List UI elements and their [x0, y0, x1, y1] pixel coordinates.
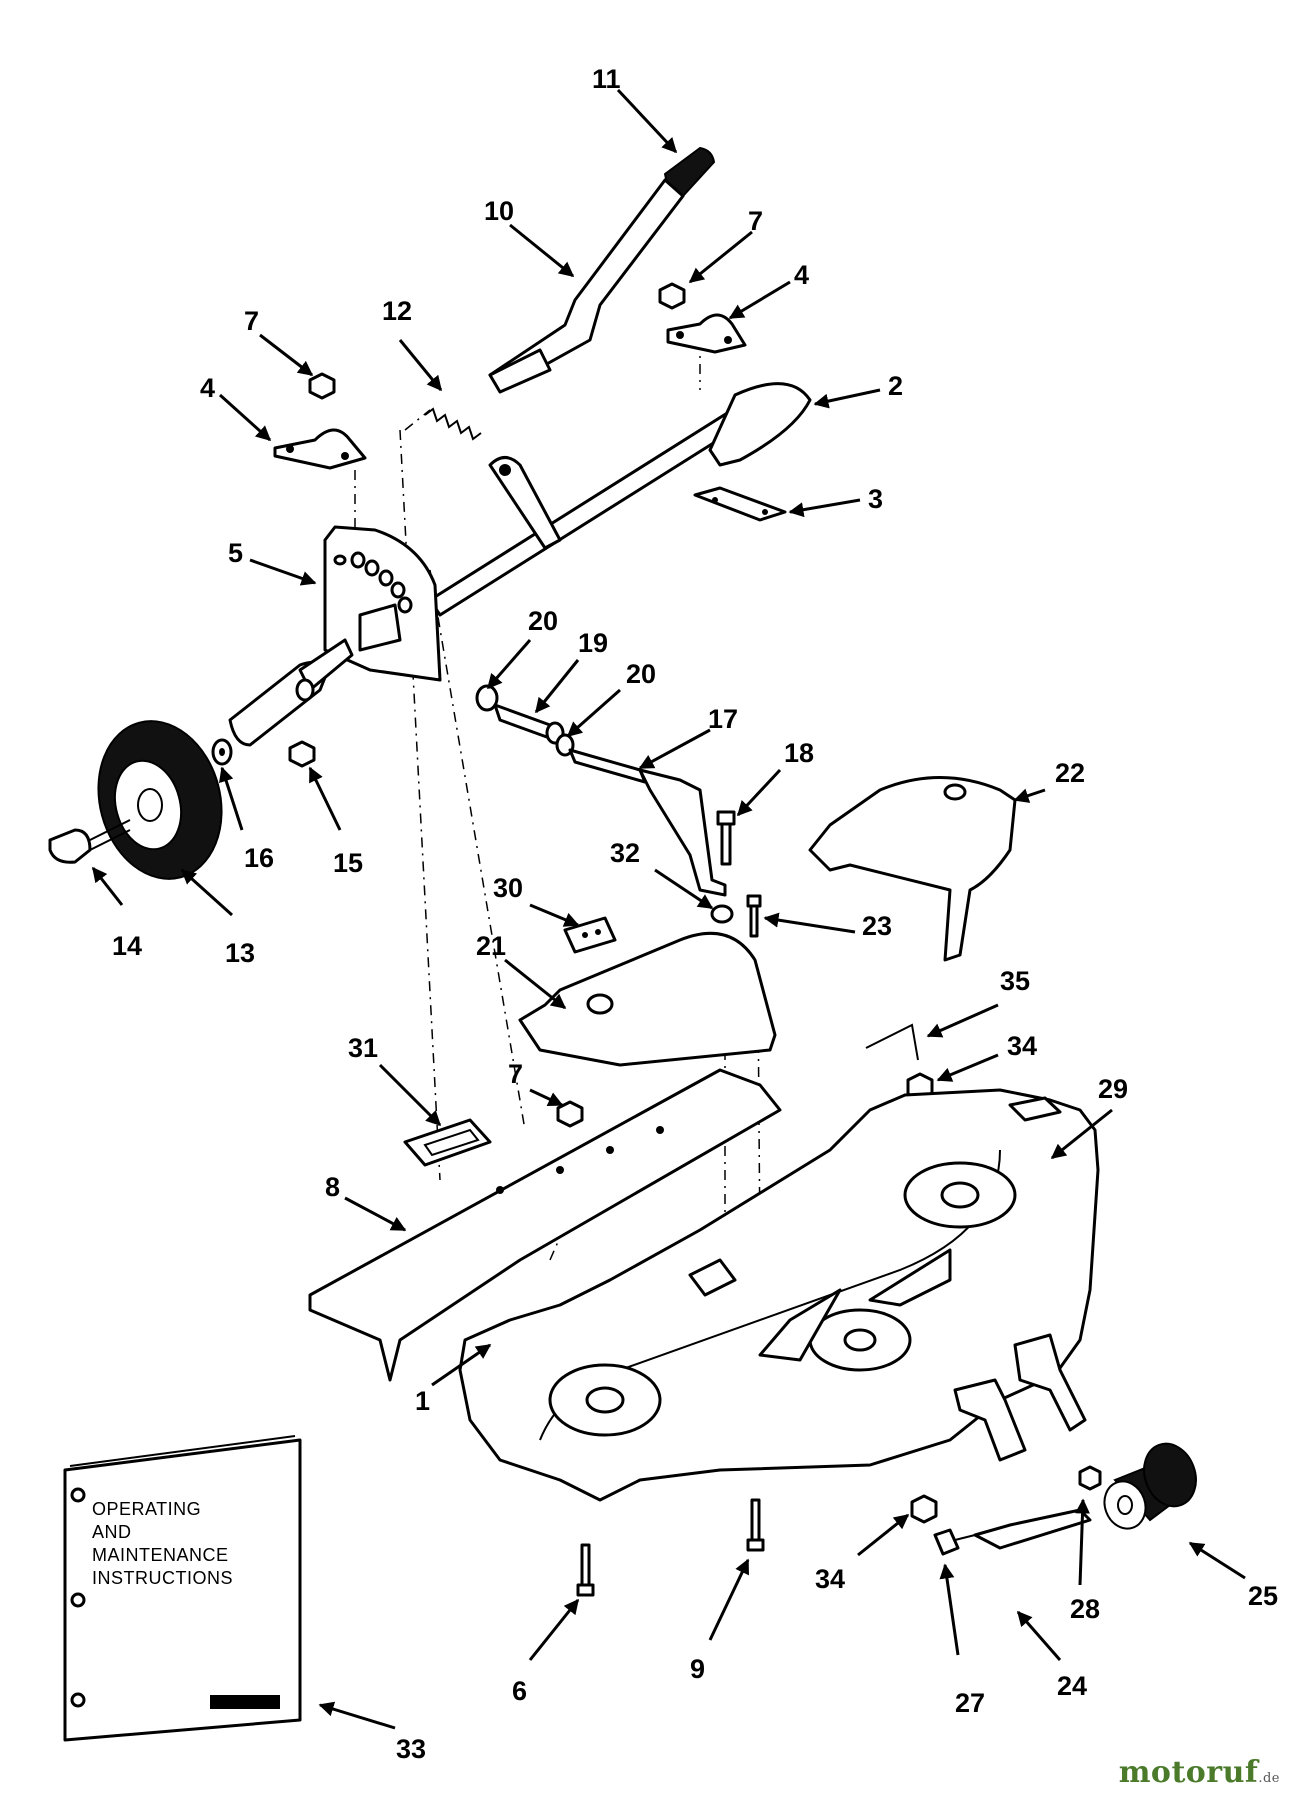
part-height-bracket: [323, 525, 442, 682]
callout-3: 3: [868, 484, 883, 514]
callout-9: 9: [690, 1654, 705, 1684]
part-discharge-chute: [308, 1068, 782, 1382]
callout-24: 24: [1057, 1671, 1087, 1701]
callout-20-right: 20: [626, 659, 656, 689]
part-bolt-14: [48, 819, 131, 864]
watermark-tld: .de: [1258, 1771, 1280, 1786]
manual-line-1: OPERATING: [92, 1499, 201, 1519]
callout-11: 11: [592, 64, 621, 94]
part-bolt-9: [746, 1498, 765, 1552]
part-spring: [424, 407, 482, 441]
part-bolt-6: [576, 1543, 595, 1597]
callout-34-bottom: 34: [815, 1564, 845, 1594]
part-shield-right: [808, 776, 1017, 962]
part-shield-left: [518, 931, 777, 1067]
callout-13: 13: [225, 938, 255, 968]
callout-14: 14: [112, 931, 142, 961]
callout-4-left: 4: [200, 373, 215, 403]
callout-19: 19: [578, 628, 608, 658]
callout-7-top-left: 7: [244, 306, 259, 336]
callout-34-top: 34: [1007, 1031, 1037, 1061]
part-nut-34b: [910, 1494, 938, 1524]
callout-6: 6: [512, 1676, 527, 1706]
manual-line-2: AND: [92, 1522, 132, 1542]
part-nut-15: [288, 740, 316, 768]
part-l-pin: [865, 1023, 919, 1061]
callout-35: 35: [1000, 966, 1030, 996]
callout-30: 30: [493, 873, 523, 903]
callout-numbers: 11 10 7 4 12 7 4 2 3 5 20 19 20 17 18 22…: [112, 64, 1278, 1764]
part-plate: [693, 486, 787, 522]
callout-2: 2: [888, 371, 903, 401]
part-bolt-18: [716, 810, 736, 866]
part-bolt-27: [933, 1528, 976, 1556]
part-roller: [1103, 1442, 1197, 1530]
part-mower-deck: [458, 1088, 1100, 1502]
part-nut-b: [658, 282, 686, 310]
callout-15: 15: [333, 848, 363, 878]
manual-logo: [210, 1695, 280, 1709]
part-nut-c: [556, 1100, 584, 1128]
callout-32: 32: [610, 838, 640, 868]
watermark-brand: motoruf: [1118, 1755, 1259, 1790]
callout-7-mid: 7: [508, 1059, 523, 1089]
callout-7-top-right: 7: [748, 206, 763, 236]
part-lift-shaft: [428, 382, 812, 617]
part-nut-28: [1078, 1465, 1102, 1491]
callout-18: 18: [784, 738, 814, 768]
part-axle-arm: [228, 638, 354, 747]
leader-arrows: [91, 88, 1246, 1730]
callout-1: 1: [415, 1386, 430, 1416]
callout-21: 21: [476, 931, 506, 961]
part-arm-17: [568, 748, 727, 897]
part-roller-axle: [973, 1508, 1092, 1550]
callout-31: 31: [348, 1033, 378, 1063]
part-nut-a: [308, 372, 336, 400]
part-decal-31: [403, 1118, 492, 1167]
callout-12: 12: [382, 296, 412, 326]
part-spacer: [475, 684, 575, 757]
manual-line-3: MAINTENANCE: [92, 1545, 229, 1565]
callout-22: 22: [1055, 758, 1085, 788]
part-clamp-right: [666, 313, 747, 354]
part-manual: OPERATING AND MAINTENANCE INSTRUCTIONS: [63, 1435, 302, 1742]
callout-8: 8: [325, 1172, 340, 1202]
callout-25: 25: [1248, 1581, 1278, 1611]
callout-4-right: 4: [794, 260, 809, 290]
callout-23: 23: [862, 911, 892, 941]
part-caster-bracket: [953, 1333, 1087, 1462]
callout-5: 5: [228, 538, 243, 568]
callout-17: 17: [708, 704, 738, 734]
part-screw-23: [746, 894, 762, 938]
callout-28: 28: [1070, 1594, 1100, 1624]
callout-16: 16: [244, 843, 274, 873]
callout-33: 33: [396, 1734, 426, 1764]
part-washer-32: [710, 904, 734, 924]
part-lever: [488, 178, 685, 394]
callout-29: 29: [1098, 1074, 1128, 1104]
watermark: motoruf.de: [1119, 1755, 1280, 1790]
callout-10: 10: [484, 196, 514, 226]
part-washer-16: [211, 738, 233, 766]
callout-20-left: 20: [528, 606, 558, 636]
manual-line-4: INSTRUCTIONS: [92, 1568, 233, 1588]
callout-27: 27: [955, 1688, 985, 1718]
part-wheel: [97, 720, 223, 880]
part-clamp-left: [273, 428, 367, 470]
